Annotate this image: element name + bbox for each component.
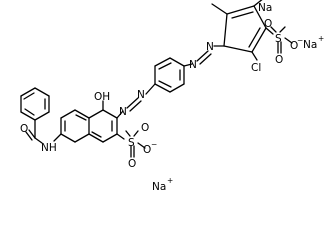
sodium-ion-top-label: Na	[303, 39, 317, 51]
azo-upper-nitrogen-1: N	[206, 41, 214, 53]
chemical-structure-diagram: Na Na + Na + Cl S O O O − N N N N OH S O…	[20, 0, 324, 193]
sulfonyl-upper-oxygen-top: O	[264, 18, 272, 30]
sodium-ion-bottom-label: Na	[152, 181, 166, 193]
carbonyl-oxygen-label: O	[20, 123, 28, 135]
amide-nh-label: NH	[41, 142, 57, 154]
sulfonyl-upper-sulfur: S	[275, 33, 282, 45]
sodium-ion-bottom-charge: +	[167, 176, 173, 185]
azo-upper-nitrogen-2: N	[189, 59, 197, 71]
sulfonyl-lower-oxygen-top: O	[141, 122, 149, 134]
sulfonyl-lower-oxygen-bottom: O	[128, 158, 136, 170]
chlorine-label: Cl	[251, 62, 261, 74]
hydroxyl-label: OH	[94, 91, 110, 103]
sodium-ring-label: Na	[258, 2, 272, 14]
sulfonyl-lower-sulfur: S	[128, 137, 135, 149]
sulfonyl-upper-oxygen-anion: O	[290, 40, 298, 52]
azo-lower-nitrogen-1: N	[137, 89, 145, 101]
azo-lower-nitrogen-2: N	[119, 106, 127, 118]
sodium-ion-top-charge: +	[318, 34, 324, 43]
sulfonyl-upper-oxygen-bottom: O	[275, 54, 283, 66]
sulfonyl-lower-charge: −	[151, 140, 157, 149]
sulfonyl-lower-oxygen-anion: O	[143, 144, 151, 156]
bond-lines	[20, 0, 293, 158]
sulfonyl-upper-charge: −	[297, 36, 303, 45]
atom-labels: Na Na + Na + Cl S O O O − N N N N OH S O…	[20, 2, 324, 193]
